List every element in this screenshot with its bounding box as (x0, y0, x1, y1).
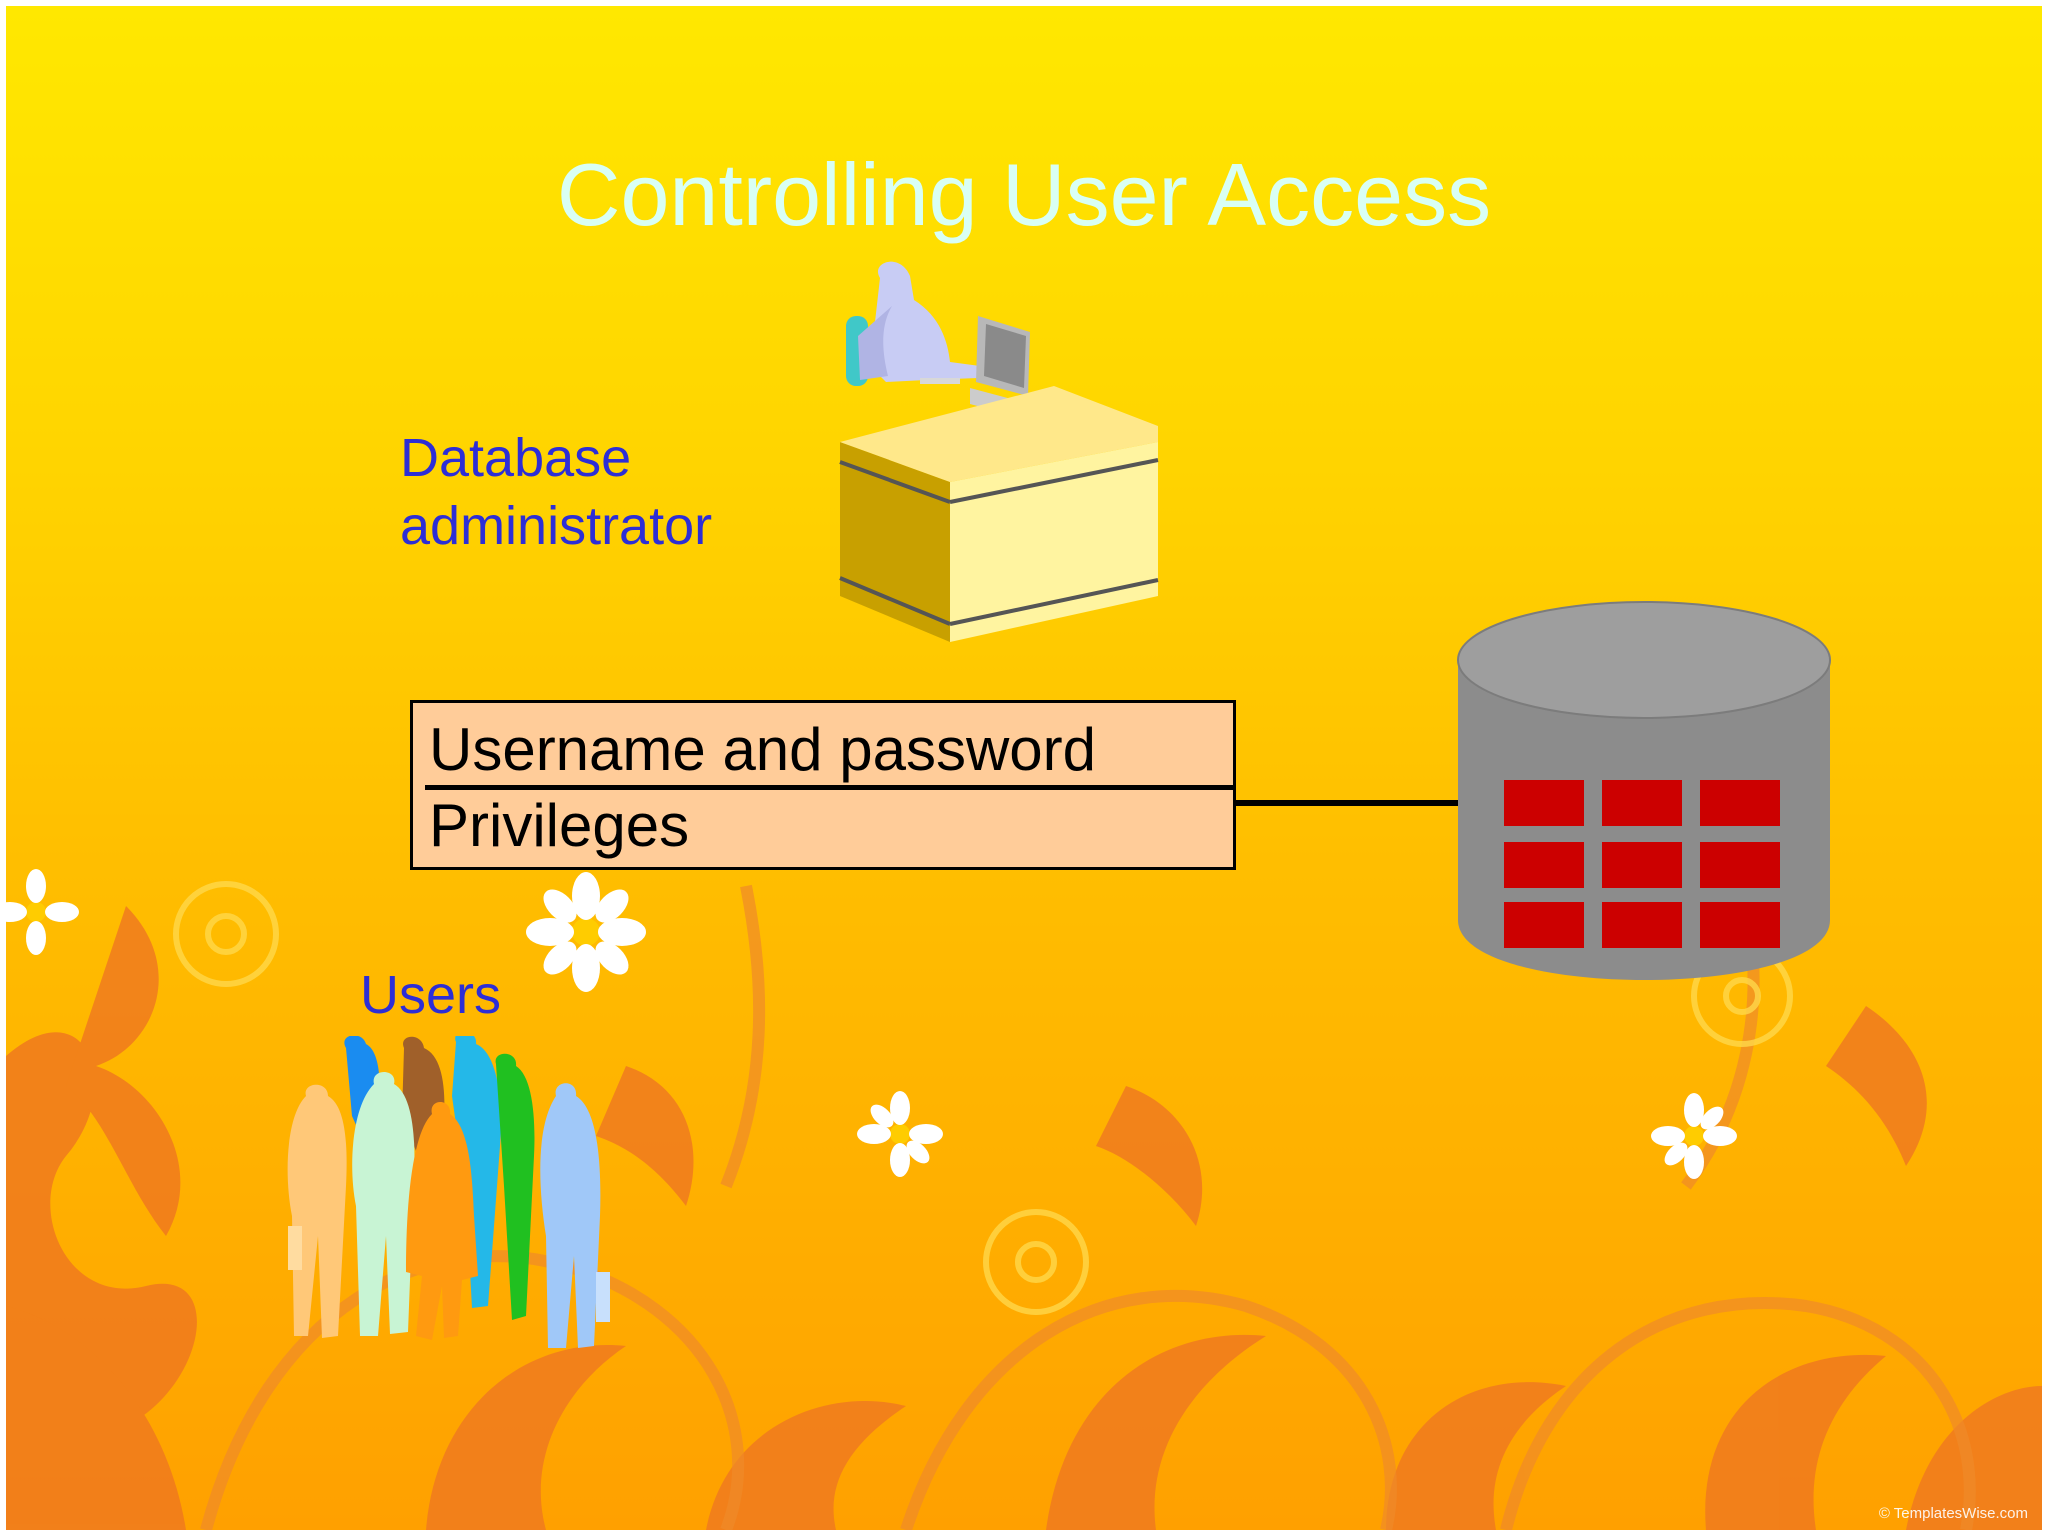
dba-label: Database administrator (400, 428, 713, 556)
privileges-row: Privileges (429, 792, 690, 859)
connector-line (1236, 800, 1462, 806)
watermark: © TemplatesWise.com (1878, 1505, 2028, 1522)
administrator-at-desk-icon (839, 261, 1159, 642)
slide-title: Controlling User Access (556, 145, 1492, 244)
database-cylinder-icon (1457, 601, 1831, 980)
access-box: Username and password Privileges (410, 700, 1236, 870)
users-label: Users (360, 965, 502, 1025)
credentials-row: Username and password (429, 716, 1097, 783)
slide: Controlling User Access Database adminis… (6, 6, 2042, 1530)
access-box-divider (425, 785, 1233, 790)
floral-background (6, 869, 2042, 1530)
users-group-icon (287, 1036, 610, 1348)
